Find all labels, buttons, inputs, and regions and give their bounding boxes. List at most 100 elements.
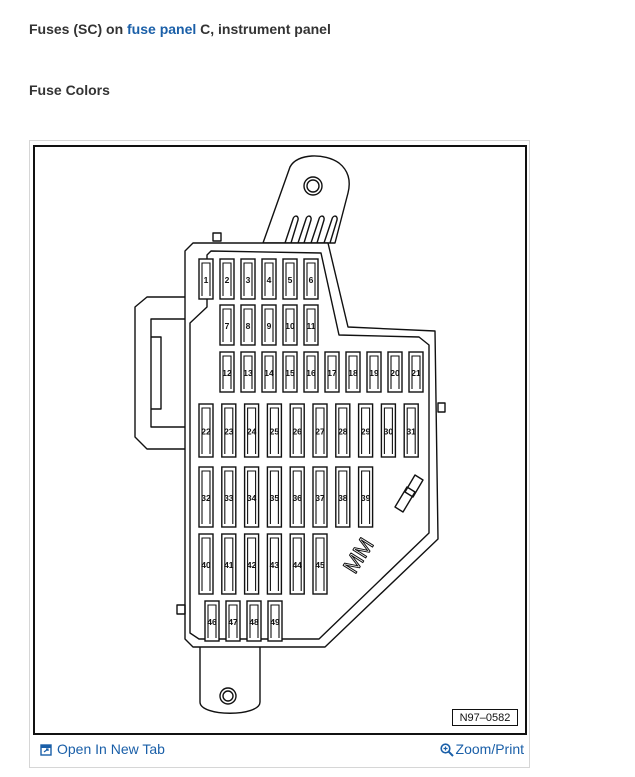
fuse-number-label: 32 [201, 493, 211, 503]
zoom-print-label: Zoom/Print [455, 741, 524, 757]
fuse-13: 13 [240, 351, 256, 393]
fuse-35: 35 [266, 466, 283, 528]
fuse-3: 3 [240, 258, 256, 300]
figure-footer: Open In New Tab Zoom/Print [30, 738, 529, 766]
fuse-number-label: 21 [411, 368, 421, 378]
fuse-9: 9 [261, 304, 277, 346]
fuse-number-label: 43 [270, 560, 280, 570]
fuse-number-label: 35 [270, 493, 280, 503]
external-window-icon [40, 744, 52, 756]
fuse-28: 28 [335, 403, 351, 458]
fuse-20: 20 [387, 351, 403, 393]
fuse-number-label: 25 [270, 427, 280, 437]
section-heading: Fuse Colors [29, 82, 110, 98]
fuse-45: 45 [312, 533, 328, 595]
fuse-30: 30 [380, 403, 397, 458]
fuse-24: 24 [243, 403, 260, 458]
fuse-22: 22 [198, 403, 214, 458]
fuse-number-label: 31 [406, 427, 416, 437]
fuse-29: 29 [357, 403, 374, 458]
fuse-number-label: 29 [361, 427, 371, 437]
fuse-number-label: 48 [249, 617, 259, 627]
fuse-1: 1 [198, 258, 214, 300]
fuse-number-label: 33 [224, 493, 234, 503]
fuse-number-label: 8 [246, 321, 251, 331]
fuse-number-label: 18 [348, 368, 358, 378]
fuse-48: 48 [246, 600, 262, 642]
fuse-number-label: 1 [204, 275, 209, 285]
fuse-number-label: 36 [292, 493, 302, 503]
heading-text-start: Fuses (SC) on [29, 21, 128, 37]
fuse-number-label: 28 [338, 427, 348, 437]
magnifier-icon [439, 743, 454, 758]
fuse-21: 21 [408, 351, 424, 393]
fuse-panel-link[interactable]: fuse panel [127, 21, 197, 37]
heading-text-end: C, instrument panel [196, 21, 331, 37]
fuse-number-label: 9 [267, 321, 272, 331]
fuse-number-label: 17 [327, 368, 337, 378]
zoom-print-link[interactable]: Zoom/Print [439, 741, 524, 758]
fuse-6: 6 [303, 258, 319, 300]
fuse-number-label: 27 [315, 427, 325, 437]
fuse-number-label: 7 [225, 321, 230, 331]
fuse-17: 17 [324, 351, 340, 393]
fuse-number-label: 30 [384, 427, 394, 437]
fuse-number-label: 45 [315, 560, 325, 570]
fuse-number-label: 34 [247, 493, 257, 503]
fuse-number-label: 24 [247, 427, 257, 437]
fuse-49: 49 [267, 600, 283, 642]
fuse-number-label: 42 [247, 560, 257, 570]
fuse-47: 47 [225, 600, 241, 642]
fuse-8: 8 [240, 304, 256, 346]
fuse-number-label: 44 [292, 560, 302, 570]
bracket-ribs [284, 215, 338, 244]
open-in-new-tab-label: Open In New Tab [57, 741, 165, 757]
fuse-18: 18 [345, 351, 361, 393]
fuse-34: 34 [243, 466, 260, 528]
fuse-number-label: 26 [292, 427, 302, 437]
fuse-number-label: 11 [307, 321, 316, 331]
fuse-39: 39 [357, 466, 374, 528]
fuse-number-label: 19 [369, 368, 379, 378]
fuse-38: 38 [335, 466, 351, 528]
fuse-19: 19 [366, 351, 382, 393]
figure-id-label: N97–0582 [452, 709, 518, 726]
fuse-number-label: 12 [222, 368, 232, 378]
fuse-12: 12 [219, 351, 235, 393]
fuse-7: 7 [219, 304, 235, 346]
fuse-23: 23 [221, 403, 237, 458]
fuse-42: 42 [243, 533, 260, 595]
fuse-number-label: 10 [285, 321, 295, 331]
fuse-number-label: 23 [224, 427, 234, 437]
fuse-number-label: 40 [201, 560, 211, 570]
bottom-mount-hole [219, 687, 237, 705]
fuse-number-label: 49 [270, 617, 280, 627]
fuse-40: 40 [198, 533, 214, 595]
fuse-32: 32 [198, 466, 214, 528]
fuse-number-label: 46 [207, 617, 217, 627]
fuse-number-label: 16 [306, 368, 316, 378]
open-in-new-tab-link[interactable]: Open In New Tab [40, 741, 165, 757]
fuse-33: 33 [221, 466, 237, 528]
fuse-25: 25 [266, 403, 283, 458]
top-bracket [262, 155, 350, 244]
fuse-number-label: 4 [267, 275, 272, 285]
fuse-number-label: 22 [201, 427, 211, 437]
fuse-4: 4 [261, 258, 277, 300]
top-mount-hole [303, 176, 323, 196]
fuse-number-label: 14 [264, 368, 274, 378]
fuse-number-label: 2 [225, 275, 230, 285]
fuse-number-label: 13 [243, 368, 253, 378]
fuse-number-label: 47 [228, 617, 238, 627]
fuse-11: 11 [303, 304, 319, 346]
fuse-44: 44 [289, 533, 305, 595]
fuse-5: 5 [282, 258, 298, 300]
fuse-37: 37 [312, 466, 328, 528]
fuse-number-label: 3 [246, 275, 251, 285]
fuse-number-label: 39 [361, 493, 371, 503]
fuse-27: 27 [312, 403, 328, 458]
fuse-16: 16 [303, 351, 319, 393]
fuse-26: 26 [289, 403, 305, 458]
fuse-31: 31 [403, 403, 419, 458]
